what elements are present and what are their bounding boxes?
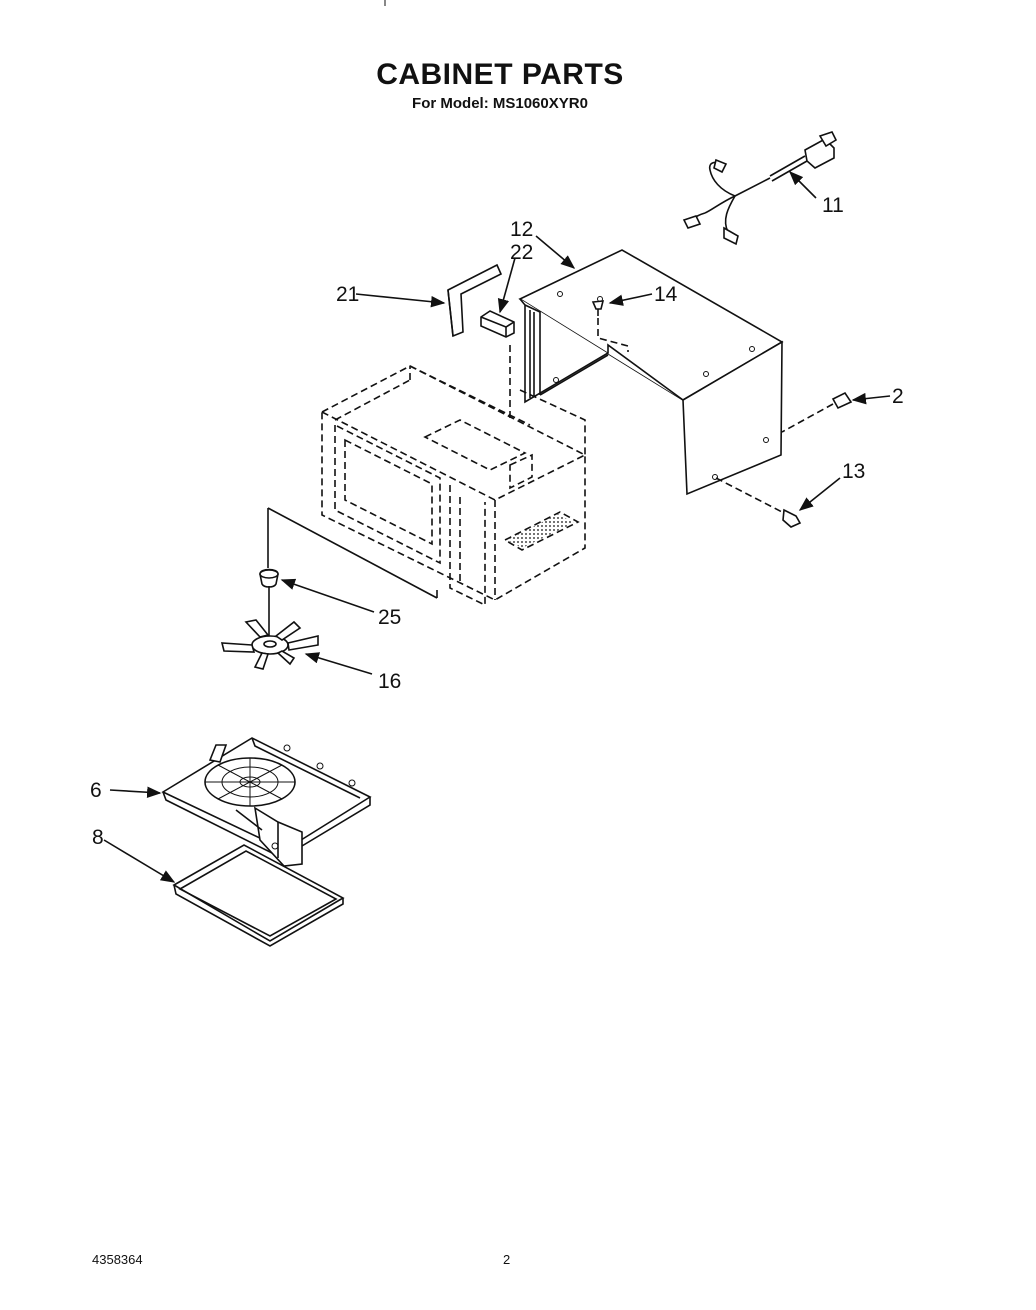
leader-arrows	[103, 170, 891, 883]
part-6-base-fan-assembly	[161, 737, 372, 867]
part-13-screw	[715, 477, 802, 528]
part-14-screw	[591, 300, 605, 316]
part-11-power-cord	[682, 131, 838, 246]
callout-8: 8	[92, 826, 104, 849]
page-number: 2	[503, 1252, 511, 1267]
callout-6: 6	[90, 779, 102, 802]
callout-13: 13	[842, 460, 865, 483]
part-2-screw	[781, 391, 853, 433]
part-12-cabinet-wrapper	[518, 249, 784, 496]
callout-25: 25	[378, 606, 401, 629]
part-16-stirrer-fan	[220, 619, 319, 670]
callout-21: 21	[336, 283, 359, 306]
page-title: CABINET PARTS	[376, 58, 624, 91]
callout-16: 16	[378, 670, 401, 693]
callout-14: 14	[654, 283, 678, 306]
oven-cavity-outline	[321, 345, 586, 607]
document-number: 4358364	[92, 1252, 143, 1267]
callout-12: 12	[510, 218, 533, 241]
part-8-tray	[172, 844, 345, 947]
callout-2: 2	[892, 385, 904, 408]
part-22-spacer	[480, 310, 515, 338]
part-25-coupler	[259, 568, 279, 640]
callout-22: 22	[510, 241, 533, 264]
part-21-bracket	[447, 263, 503, 338]
cavity-panel-sheet	[267, 507, 438, 599]
callout-11: 11	[822, 194, 844, 217]
model-subtitle: For Model: MS1060XYR0	[412, 95, 588, 112]
